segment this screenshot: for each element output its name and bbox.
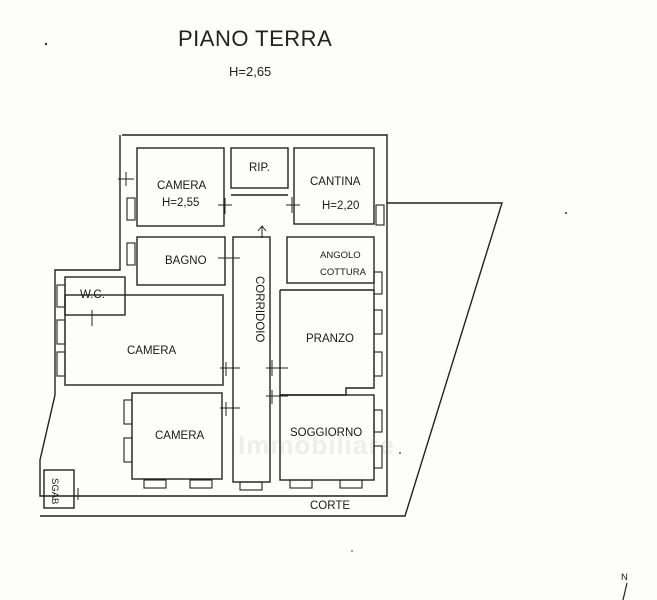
label-angolo: ANGOLO (320, 250, 361, 261)
label-corte: CORTE (310, 500, 350, 512)
window (126, 242, 136, 266)
label-camera-top-height: H=2,55 (162, 197, 199, 209)
label-soggiorno: SOGGIORNO (290, 427, 362, 439)
corridor-arrow (257, 225, 267, 238)
label-cantina-height: H=2,20 (322, 200, 359, 212)
compass-north: N (621, 572, 628, 600)
window (189, 479, 213, 489)
room-sgab (43, 469, 75, 509)
window (123, 399, 133, 425)
label-sgab: SGAB (49, 478, 60, 504)
window (373, 271, 383, 295)
scan-specks (44, 42, 567, 552)
label-camera-top: CAMERA (157, 180, 207, 192)
window (123, 437, 133, 463)
room-soggiorno (279, 394, 375, 481)
window (373, 309, 383, 335)
window (126, 197, 136, 221)
plan-title: PIANO TERRA (178, 26, 333, 51)
label-camera-mid: CAMERA (127, 345, 177, 357)
label-bagno: BAGNO (165, 255, 207, 267)
label-rip: RIP. (249, 162, 270, 174)
outer-wall (39, 134, 388, 497)
ceiling-height-note: H=2,65 (229, 64, 272, 79)
court-boundary (40, 202, 503, 517)
room-ripostiglio (230, 147, 289, 189)
compass-label: N (621, 572, 628, 583)
window (143, 479, 167, 489)
watermark: Immobiliare (238, 430, 395, 460)
window (339, 479, 363, 489)
label-camera-low: CAMERA (155, 430, 205, 442)
label-corridoio: CORRIDOIO (253, 276, 265, 343)
window (56, 319, 66, 345)
room-camera-mid (64, 294, 224, 386)
window-marks (56, 197, 385, 491)
label-cottura: COTTURA (320, 267, 367, 278)
window (289, 479, 313, 489)
window (373, 445, 383, 469)
room-angolo-cottura (286, 236, 375, 284)
window (239, 481, 263, 491)
room-camera-low (131, 392, 223, 480)
room-camera-top (136, 147, 225, 227)
label-pranzo: PRANZO (306, 333, 354, 345)
window (56, 284, 66, 308)
window (373, 351, 383, 377)
window (56, 351, 66, 377)
door-marks (77, 172, 300, 500)
window (373, 409, 383, 433)
room-cantina (293, 147, 375, 225)
label-cantina: CANTINA (310, 176, 361, 188)
window (375, 204, 385, 226)
label-wc: W.C. (80, 289, 105, 301)
